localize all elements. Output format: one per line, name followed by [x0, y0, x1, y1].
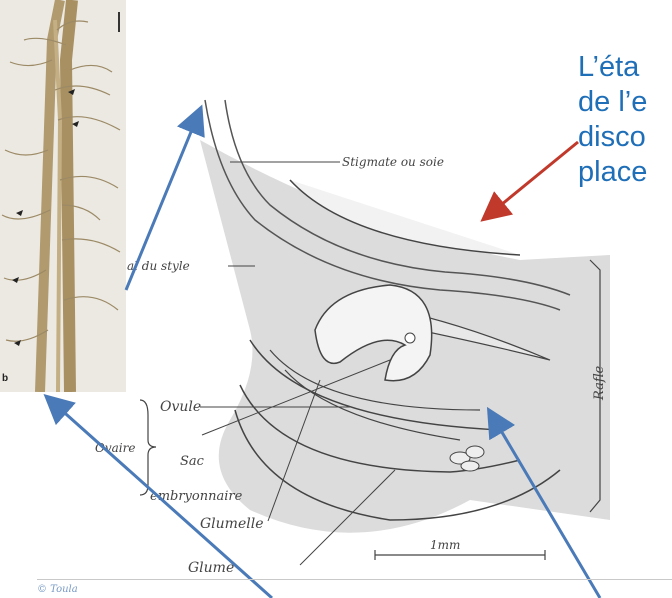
label-glume: Glume	[188, 560, 234, 576]
image-credit: © Toula	[37, 584, 78, 595]
label-scale: 1mm	[430, 538, 460, 552]
label-rafle: Rafle	[592, 365, 607, 401]
label-glumelle: Glumelle	[200, 516, 263, 532]
footer-divider	[37, 579, 672, 580]
slide-text-line-3: disco	[578, 120, 672, 155]
slide-text-line-4: place	[578, 155, 672, 190]
slide-text-line-1: L’éta	[578, 50, 672, 85]
label-ovary: Ovaire	[95, 441, 135, 455]
embryo-sac-circle	[405, 333, 415, 343]
label-ovule: Ovule	[160, 399, 201, 415]
slide-text-line-2: de l’e	[578, 85, 672, 120]
arrow-red-to-glumelle	[485, 142, 578, 218]
slide-text: L’éta de l’e disco place	[578, 50, 672, 190]
label-sac: Sac	[180, 454, 205, 469]
label-stigma: Stigmate ou soie	[342, 155, 444, 169]
